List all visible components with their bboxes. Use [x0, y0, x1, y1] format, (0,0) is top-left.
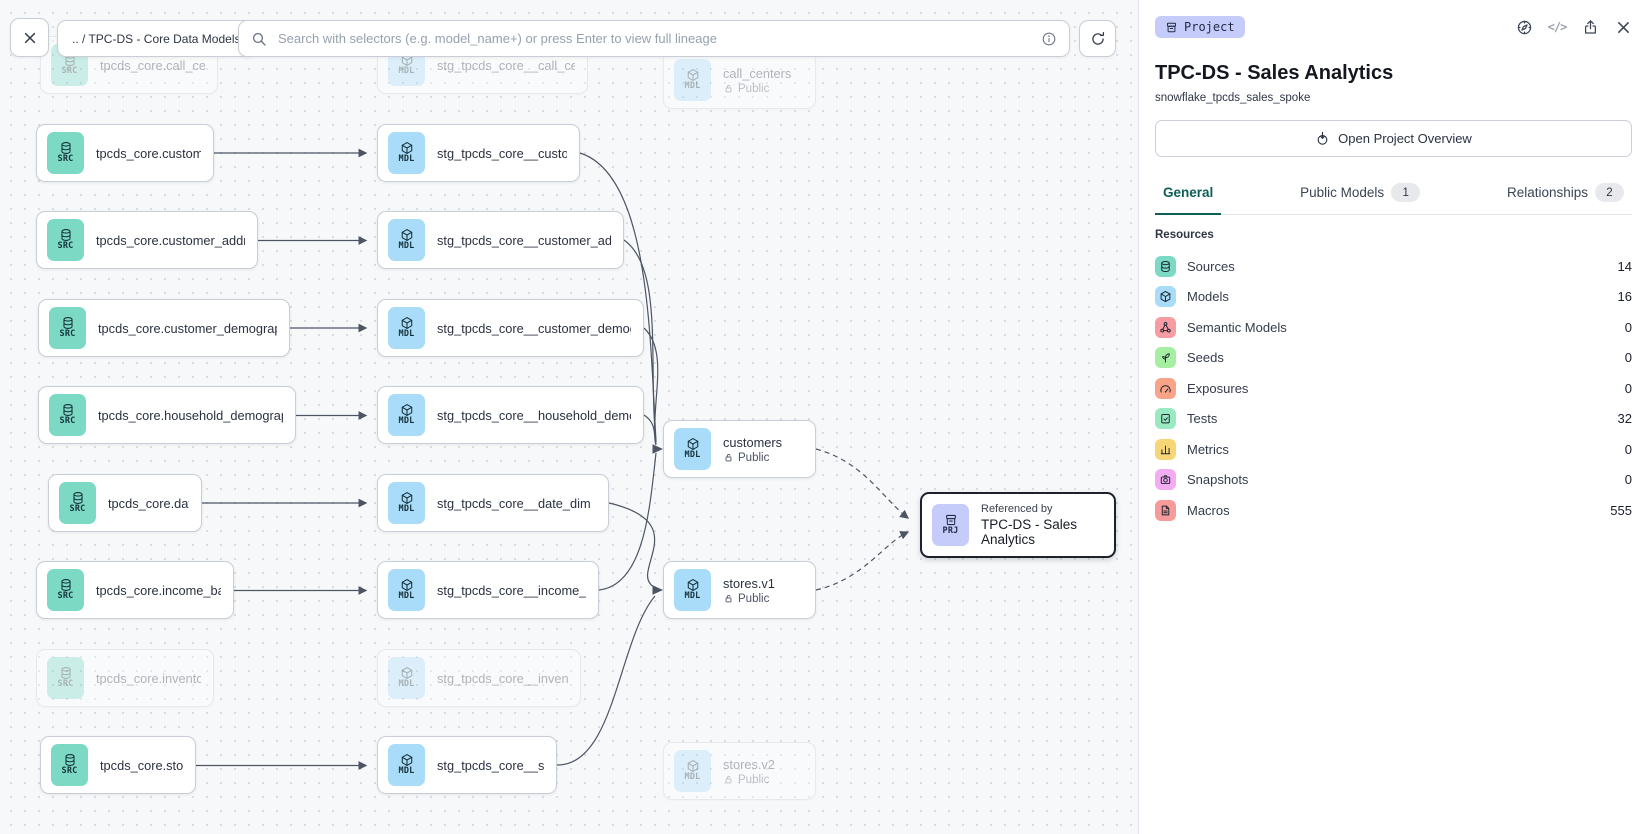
graph-node-project[interactable]: PRJ Referenced by TPC-DS - Sales Analyti…	[920, 492, 1116, 558]
project-type-badge: Project	[1155, 16, 1245, 38]
close-icon	[24, 32, 35, 43]
close-panel-icon[interactable]	[1614, 18, 1632, 36]
project-archive-icon	[1166, 22, 1177, 32]
resource-row-exposures[interactable]: Exposures 0	[1155, 373, 1632, 404]
bar-chart-icon	[1155, 438, 1176, 460]
code-icon[interactable]: </>	[1547, 20, 1568, 34]
graph-node-source[interactable]: SRC tpcds_core.customer_demographics	[38, 299, 290, 357]
tab-general[interactable]: General	[1155, 177, 1222, 215]
cube-icon: MDL	[388, 132, 425, 174]
resource-row-semantic-models[interactable]: Semantic Models 0	[1155, 312, 1632, 343]
graph-node-source[interactable]: SRC tpcds_core.customer	[36, 124, 214, 182]
seedling-icon	[1155, 347, 1176, 369]
graph-node-model[interactable]: MDL stg_tpcds_core__store	[377, 736, 557, 794]
open-project-overview-button[interactable]: Open Project Overview	[1155, 120, 1632, 157]
close-lineage-button[interactable]	[10, 18, 49, 57]
database-icon: SRC	[47, 219, 84, 261]
search-icon	[252, 32, 266, 46]
cube-icon: MDL	[388, 657, 425, 699]
graph-node-source[interactable]: SRC tpcds_core.inventory	[36, 649, 214, 707]
graph-node-model[interactable]: MDL stg_tpcds_core__inventory	[377, 649, 581, 707]
lock-open-icon	[725, 454, 732, 462]
graph-node-source[interactable]: SRC tpcds_core.household_demographics	[38, 386, 296, 444]
resources-heading: Resources	[1155, 229, 1214, 241]
graph-node-model[interactable]: MDL stg_tpcds_core__customer	[377, 124, 580, 182]
graph-node-source[interactable]: SRC tpcds_core.customer_address	[36, 211, 258, 269]
lineage-search[interactable]	[238, 20, 1070, 57]
clipboard-check-icon	[1155, 408, 1176, 430]
compass-icon[interactable]	[1515, 18, 1533, 36]
refresh-lineage-button[interactable]	[1079, 20, 1116, 57]
resource-row-tests[interactable]: Tests 32	[1155, 404, 1632, 435]
database-icon: SRC	[51, 744, 88, 786]
graph-node-model[interactable]: MDL stg_tpcds_core__household_demogr…	[377, 386, 644, 444]
tab-relationships[interactable]: Relationships 2	[1499, 177, 1632, 215]
database-icon: SRC	[49, 394, 86, 436]
cube-icon: MDL	[674, 750, 711, 792]
search-input[interactable]	[276, 30, 1032, 47]
overview-icon	[1317, 131, 1328, 145]
tab-badge: 1	[1391, 183, 1421, 202]
lock-open-icon	[725, 85, 732, 93]
page-title: TPC-DS - Sales Analytics	[1155, 62, 1394, 84]
gauge-icon	[1155, 377, 1176, 399]
database-icon	[1155, 255, 1176, 277]
resource-row-seeds[interactable]: Seeds 0	[1155, 343, 1632, 374]
refresh-icon	[1091, 31, 1104, 45]
share-icon[interactable]	[1581, 18, 1599, 36]
lineage-canvas[interactable]: SRC tpcds_core.call_center SRC tpcds_cor…	[0, 0, 1138, 834]
resources-list: Sources 14 Models 16 Semantic Models 0 S…	[1155, 251, 1632, 526]
camera-icon	[1155, 469, 1176, 491]
cube-icon: MDL	[388, 307, 425, 349]
resource-row-snapshots[interactable]: Snapshots 0	[1155, 465, 1632, 496]
graph-node-model[interactable]: MDL stg_tpcds_core__customer_address	[377, 211, 624, 269]
graph-node-model[interactable]: MDL stg_tpcds_core__customer_demogra…	[377, 299, 644, 357]
semantic-graph-icon	[1155, 316, 1176, 338]
resource-row-sources[interactable]: Sources 14	[1155, 251, 1632, 282]
graph-node-source[interactable]: SRC tpcds_core.store	[40, 736, 196, 794]
document-icon	[1155, 499, 1176, 521]
database-icon: SRC	[47, 132, 84, 174]
project-archive-icon: PRJ	[932, 504, 969, 546]
resource-row-models[interactable]: Models 16	[1155, 282, 1632, 313]
breadcrumb[interactable]: .. / TPC-DS - Core Data Models	[57, 20, 256, 57]
lineage-edges	[192, 148, 910, 770]
project-schema-subtitle: snowflake_tpcds_sales_spoke	[1155, 92, 1311, 104]
graph-node-public-model[interactable]: MDL stores.v1 Public	[663, 561, 816, 619]
cube-icon: MDL	[388, 744, 425, 786]
resource-row-macros[interactable]: Macros 555	[1155, 495, 1632, 526]
panel-tabs: General Public Models 1 Relationships 2	[1155, 177, 1632, 215]
database-icon: SRC	[47, 657, 84, 699]
cube-icon: MDL	[388, 569, 425, 611]
cube-icon: MDL	[388, 482, 425, 524]
cube-icon: MDL	[674, 59, 711, 101]
info-icon[interactable]	[1041, 31, 1057, 47]
cube-icon: MDL	[674, 428, 711, 470]
cube-icon: MDL	[388, 394, 425, 436]
cube-icon: MDL	[674, 569, 711, 611]
graph-node-public-model[interactable]: MDL call_centers Public	[663, 51, 816, 109]
lock-open-icon	[725, 595, 732, 603]
graph-node-model[interactable]: MDL stg_tpcds_core__date_dim	[377, 474, 609, 532]
database-icon: SRC	[59, 482, 96, 524]
resource-row-metrics[interactable]: Metrics 0	[1155, 434, 1632, 465]
database-icon: SRC	[49, 307, 86, 349]
tab-public-models[interactable]: Public Models 1	[1292, 177, 1428, 215]
cube-icon	[1155, 286, 1176, 308]
cube-icon: MDL	[388, 219, 425, 261]
graph-node-model[interactable]: MDL stg_tpcds_core__income_band	[377, 561, 599, 619]
tab-badge: 2	[1595, 183, 1624, 202]
graph-node-public-model[interactable]: MDL stores.v2 Public	[663, 742, 816, 800]
database-icon: SRC	[47, 569, 84, 611]
graph-node-source[interactable]: SRC tpcds_core.income_band	[36, 561, 234, 619]
lock-open-icon	[725, 776, 732, 784]
graph-node-source[interactable]: SRC tpcds_core.date_dim	[48, 474, 202, 532]
graph-node-public-model[interactable]: MDL customers Public	[663, 420, 816, 478]
project-details-panel: Project </> TPC-DS - Sales Analytics sno…	[1138, 0, 1648, 834]
